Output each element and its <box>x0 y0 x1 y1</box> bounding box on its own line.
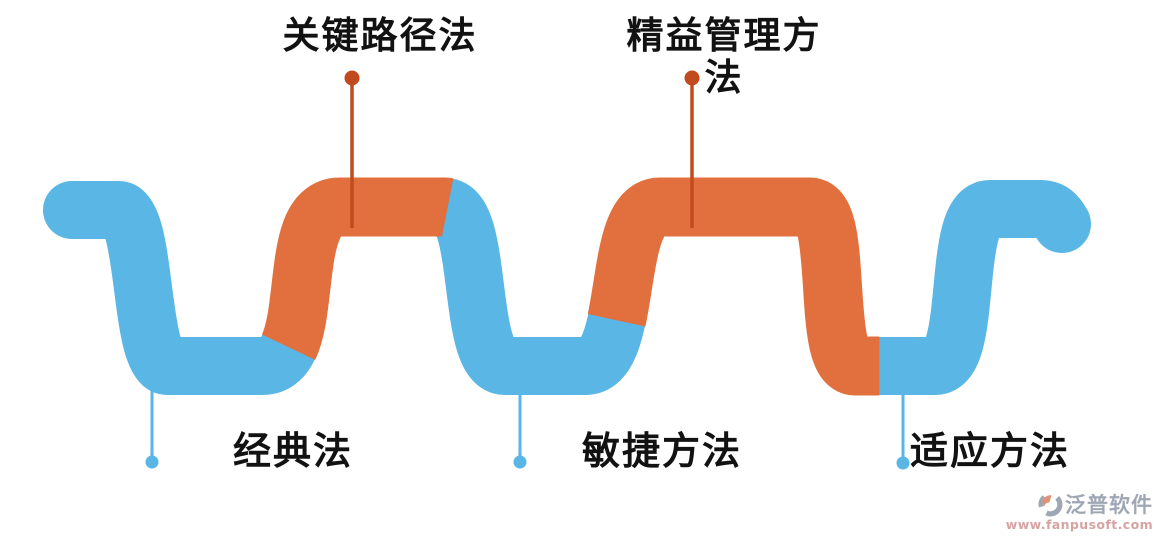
leader-dot-lean-management <box>684 70 700 86</box>
leader-lean-management <box>684 70 700 228</box>
stage-label-agile-method: 敏捷方法 <box>581 429 743 473</box>
leader-dot-adaptive <box>896 456 910 470</box>
watermark: 泛普软件 www.fanpusoft.com <box>1003 492 1153 532</box>
leader-agile <box>513 350 527 469</box>
leader-critical-path <box>344 70 360 228</box>
leader-dot-critical-path <box>344 70 360 86</box>
leader-adaptive <box>896 350 910 470</box>
leader-dot-agile <box>513 455 527 469</box>
wave-ribbon-blue <box>43 178 1091 395</box>
fanpu-logo-icon <box>1038 492 1063 517</box>
watermark-brand: 泛普软件 <box>1065 492 1153 517</box>
leader-classic <box>145 350 159 469</box>
watermark-url: www.fanpusoft.com <box>1005 517 1153 532</box>
stage-label-classic-method: 经典法 <box>232 429 354 473</box>
stage-label-critical-path-method: 关键路径法 <box>282 14 478 57</box>
leader-dot-classic <box>145 455 159 469</box>
stage-label-adaptive-method: 适应方法 <box>909 429 1071 473</box>
stage-label-lean-management-method: 精益管理方法 <box>626 14 822 99</box>
